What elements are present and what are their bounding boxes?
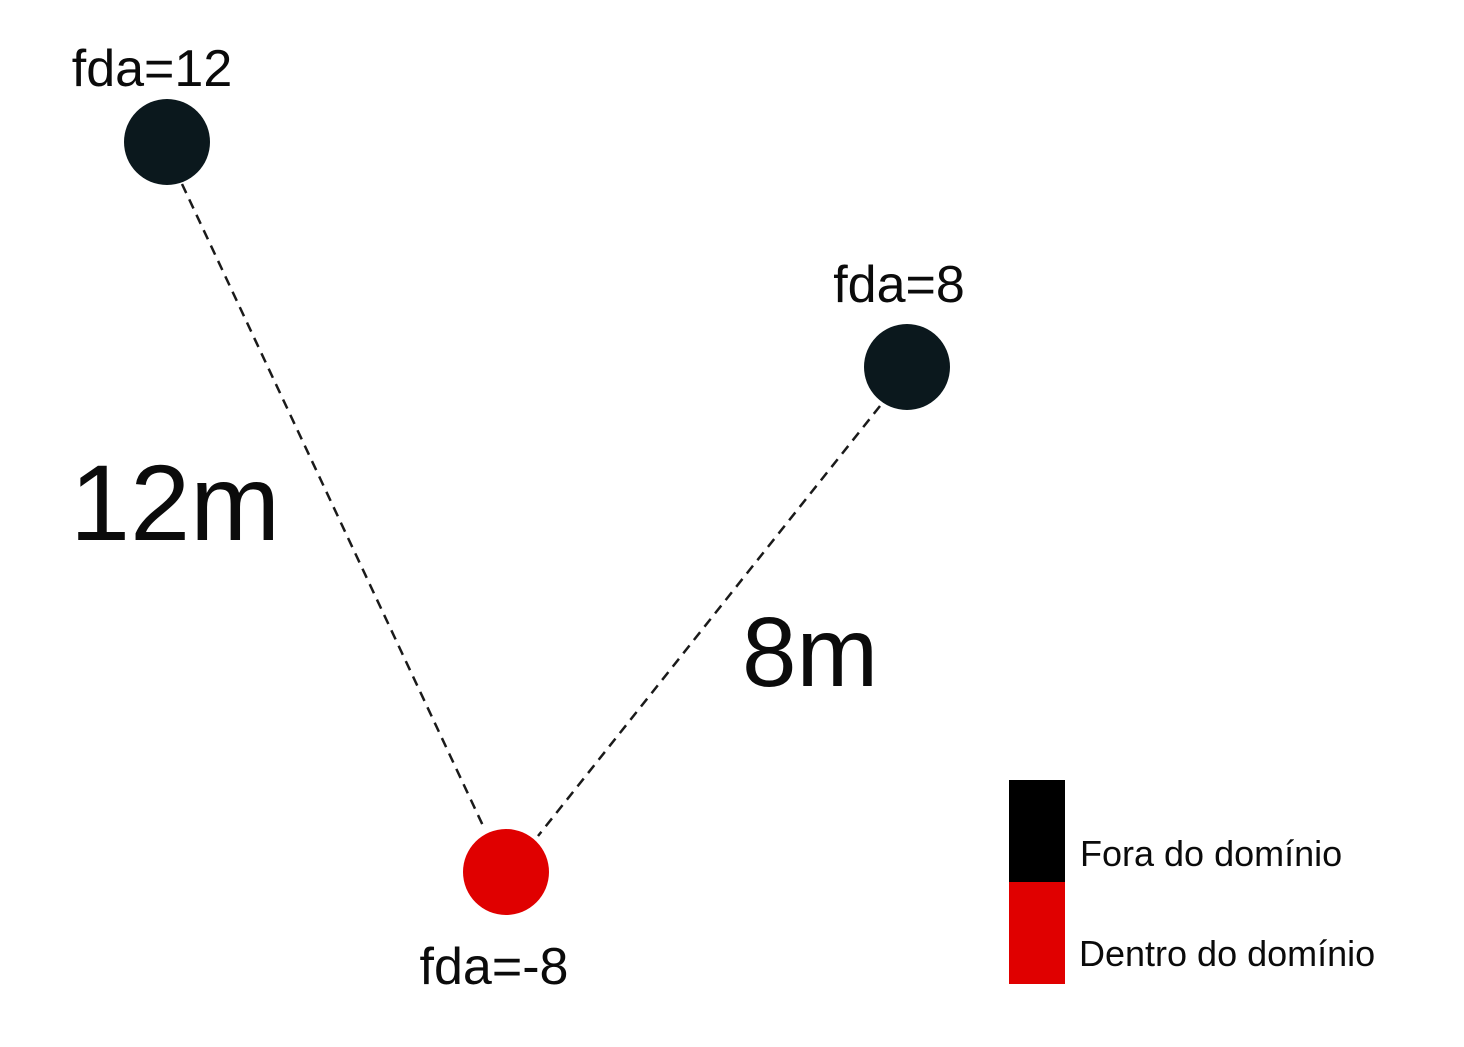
legend-swatch-outside (1009, 780, 1065, 882)
edge-label-12m: 12m (70, 442, 280, 563)
legend-swatch-inside (1009, 882, 1065, 984)
edge-right-to-bottom (537, 405, 881, 837)
edge-label-8m: 8m (742, 597, 878, 707)
node-label-top-left: fda=12 (72, 40, 233, 98)
node-right (864, 324, 950, 410)
legend-label-inside: Dentro do domínio (1079, 933, 1375, 974)
node-bottom (463, 829, 549, 915)
legend-label-outside: Fora do domínio (1080, 833, 1342, 874)
node-label-right: fda=8 (833, 256, 965, 314)
node-top-left (124, 99, 210, 185)
node-label-bottom: fda=-8 (420, 938, 569, 996)
